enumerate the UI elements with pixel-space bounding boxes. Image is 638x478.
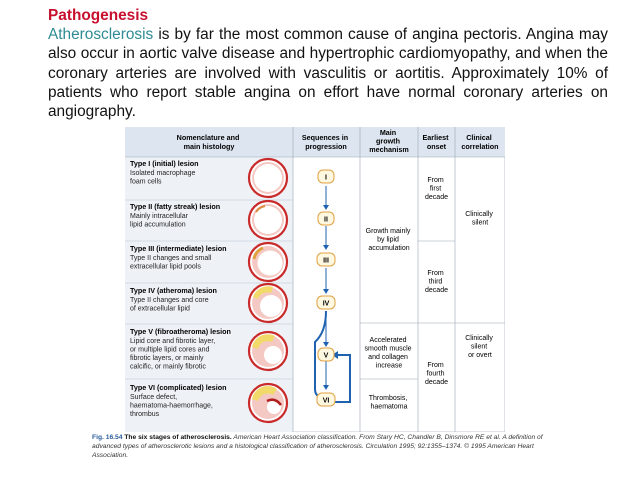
- svg-text:Type V (fibroatheroma) lesion: Type V (fibroatheroma) lesion: [130, 327, 231, 336]
- sequence-badge-v: V: [317, 347, 335, 362]
- atherosclerosis-figure: Nomenclature and main histology Sequence…: [124, 126, 506, 433]
- slide-body: is by far the most common cause of angin…: [48, 26, 608, 121]
- onset-third-decade: From third decade: [425, 270, 448, 294]
- header-onset: Earliest onset: [423, 133, 451, 151]
- mechanism-smooth-muscle: Accelerated smooth muscle and collagen i…: [364, 337, 413, 370]
- header-sequences: Sequences in progression: [302, 133, 350, 151]
- svg-text:IV: IV: [323, 301, 330, 308]
- svg-text:Type IV (atheroma) lesion: Type IV (atheroma) lesion: [130, 286, 217, 295]
- svg-text:III: III: [323, 258, 329, 265]
- vessel-cross-section-icon: [247, 199, 289, 241]
- svg-text:Type II (fatty streak) lesion: Type II (fatty streak) lesion: [130, 202, 220, 211]
- onset-fourth-decade: From fourth decade: [425, 362, 448, 386]
- svg-text:Type III (intermediate) lesion: Type III (intermediate) lesion: [130, 244, 227, 253]
- header-row: [125, 127, 505, 157]
- slide-heading: Pathogenesis: [48, 7, 149, 24]
- svg-text:II: II: [324, 217, 328, 224]
- vessel-cross-section-icon: [247, 241, 289, 283]
- vessel-cross-section-icon: [247, 382, 289, 424]
- svg-text:Type VI (complicated) lesion: Type VI (complicated) lesion: [130, 383, 227, 392]
- lesion-type-i: Type I (initial) lesion Isolated macroph…: [130, 157, 289, 199]
- sequence-badge-iii: III: [316, 252, 336, 267]
- figure-table: Nomenclature and main histology Sequence…: [124, 126, 506, 433]
- highlighted-term: Atherosclerosis: [48, 26, 154, 44]
- svg-text:I: I: [325, 175, 327, 182]
- svg-text:Lipid core and fibrotic layer,: Lipid core and fibrotic layer,or multipl…: [130, 338, 215, 371]
- lesion-type-iv: Type IV (atheroma) lesion Type II change…: [130, 282, 289, 324]
- figure-caption: Fig. 16.54 The six stages of atheroscler…: [92, 433, 552, 460]
- figure-number: Fig. 16.54: [92, 434, 123, 441]
- figure-citation: American Heart Association classificatio…: [92, 434, 543, 459]
- header-nomenclature: Nomenclature and main histology: [177, 133, 242, 151]
- header-mechanism: Main growth mechanism: [369, 128, 409, 154]
- lesion-type-iii: Type III (intermediate) lesion Type II c…: [130, 241, 289, 283]
- lesion-type-v: Type V (fibroatheroma) lesion Lipid core…: [130, 327, 289, 372]
- svg-text:VI: VI: [323, 398, 330, 405]
- figure-title: The six stages of atherosclerosis.: [124, 434, 232, 441]
- svg-text:V: V: [324, 353, 329, 360]
- sequence-badge-ii: II: [317, 211, 335, 226]
- svg-text:Surface defect,haematoma-haemo: Surface defect,haematoma-haemorrhage,thr…: [130, 394, 213, 418]
- onset-first-decade: From first decade: [425, 177, 448, 201]
- sequence-badge-vi: VI: [316, 392, 336, 407]
- vessel-cross-section-icon: [247, 282, 289, 324]
- mechanism-lipid: Growth mainly by lipid accumulation: [366, 228, 413, 252]
- mechanism-thrombosis: Thrombosis, haematoma: [369, 395, 409, 411]
- vessel-cross-section-icon: [247, 157, 289, 199]
- clinical-silent: Clinically silent: [465, 211, 495, 227]
- sequence-badge-i: I: [317, 169, 335, 184]
- sequence-badge-iv: IV: [316, 295, 336, 310]
- lesion-type-vi: Type VI (complicated) lesion Surface def…: [130, 382, 289, 424]
- header-clinical: Clinical correlation: [461, 133, 498, 151]
- lesion-type-ii: Type II (fatty streak) lesion Mainly int…: [130, 199, 289, 241]
- svg-text:Type I (initial) lesion: Type I (initial) lesion: [130, 159, 199, 168]
- vessel-cross-section-icon: [247, 330, 289, 372]
- clinical-silent-or-overt: Clinically silent or overt: [465, 335, 495, 359]
- slide-text: Pathogenesis Atherosclerosis is by far t…: [48, 6, 608, 121]
